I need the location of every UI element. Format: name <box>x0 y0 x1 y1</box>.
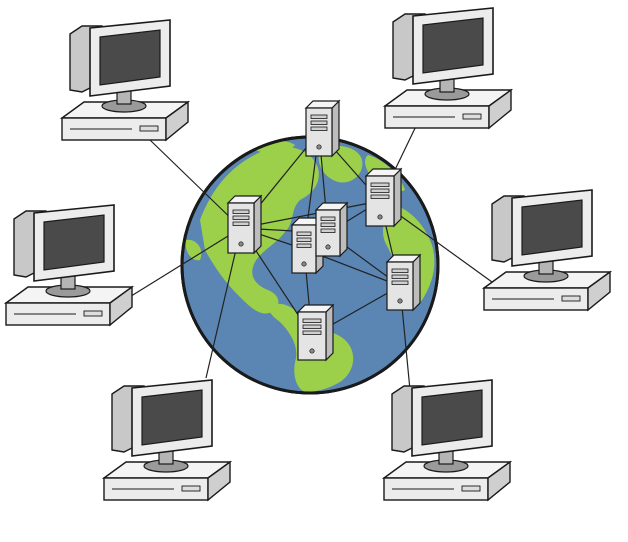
desktop-computer-icon <box>3 204 135 327</box>
desktop-computer-icon <box>382 7 514 130</box>
server-tower-icon <box>364 167 403 228</box>
link-client-top-left-to-server-left <box>149 139 242 229</box>
server-tower-icon <box>296 303 335 362</box>
desktop-computer-icon <box>59 19 191 142</box>
server-tower-icon <box>385 253 422 312</box>
server-tower-icon <box>226 194 263 255</box>
desktop-computer-icon <box>101 379 233 502</box>
network-nodes <box>3 7 613 502</box>
link-server-left-to-server-right <box>240 200 381 229</box>
desktop-computer-icon <box>481 189 613 312</box>
link-client-mid-left-to-server-left <box>127 227 242 299</box>
server-tower-icon <box>314 201 349 258</box>
server-tower-icon <box>304 99 341 158</box>
desktop-computer-icon <box>381 379 513 502</box>
